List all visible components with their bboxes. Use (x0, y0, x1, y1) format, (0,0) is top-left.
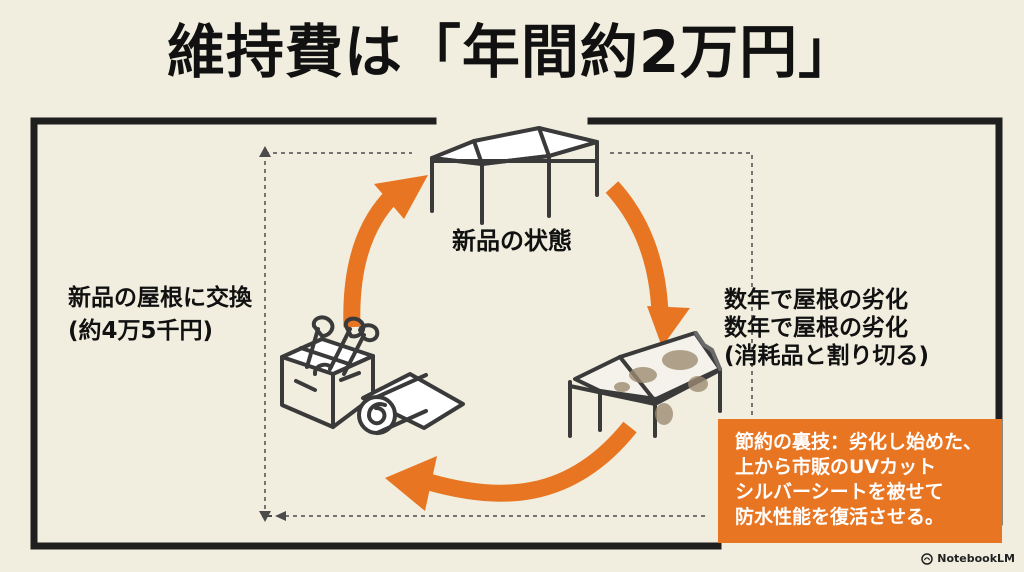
cycle-label-replace-line-2: (約4万5千円) (68, 318, 214, 344)
notebooklm-brand: NotebookLM (921, 553, 1015, 565)
cycle-label-degradation-line-1: 数年で屋根の劣化 (724, 287, 908, 313)
notebooklm-logo-icon (921, 553, 933, 565)
cycle-arrow-left (343, 188, 400, 328)
new-tent-illustration (430, 126, 599, 225)
money-saving-tip-text: 節約の裏技：劣化し始めた、 上から市販のUVカット シルバーシートを被せて 防水… (735, 431, 983, 528)
cycle-label-roof-degradation: 数年で屋根の劣化 数年で屋根の劣化 (消耗品と割り切る) (724, 286, 989, 370)
cycle-arrow-bottom (426, 421, 637, 502)
cycle-arrowheads (374, 175, 690, 511)
cycle-label-degradation-line-3: (消耗品と割り切る) (724, 343, 930, 369)
page-title: 維持費は「年間約2万円」 (166, 18, 858, 86)
dashed-arrowheads (259, 146, 286, 522)
toolbox-icon (280, 315, 380, 429)
cycle-label-replace-roof: 新品の屋根に交換 (約4万5千円) (68, 282, 318, 348)
cycle-arrow-top-right (605, 181, 669, 315)
cycle-label-new-state: 新品の状態 (452, 227, 572, 255)
cycle-label-replace-line-1: 新品の屋根に交換 (68, 285, 252, 311)
dashed-guides (264, 152, 753, 517)
money-saving-tip-box: 節約の裏技：劣化し始めた、 上から市販のUVカット シルバーシートを被せて 防水… (718, 419, 1002, 543)
cycle-arrows (343, 181, 669, 502)
sheet-roll-icon (357, 372, 465, 435)
notebooklm-brand-label: NotebookLM (937, 552, 1015, 565)
wear-stains (614, 350, 708, 425)
cycle-label-degradation-line-2: 数年で屋根の劣化 (724, 315, 908, 341)
